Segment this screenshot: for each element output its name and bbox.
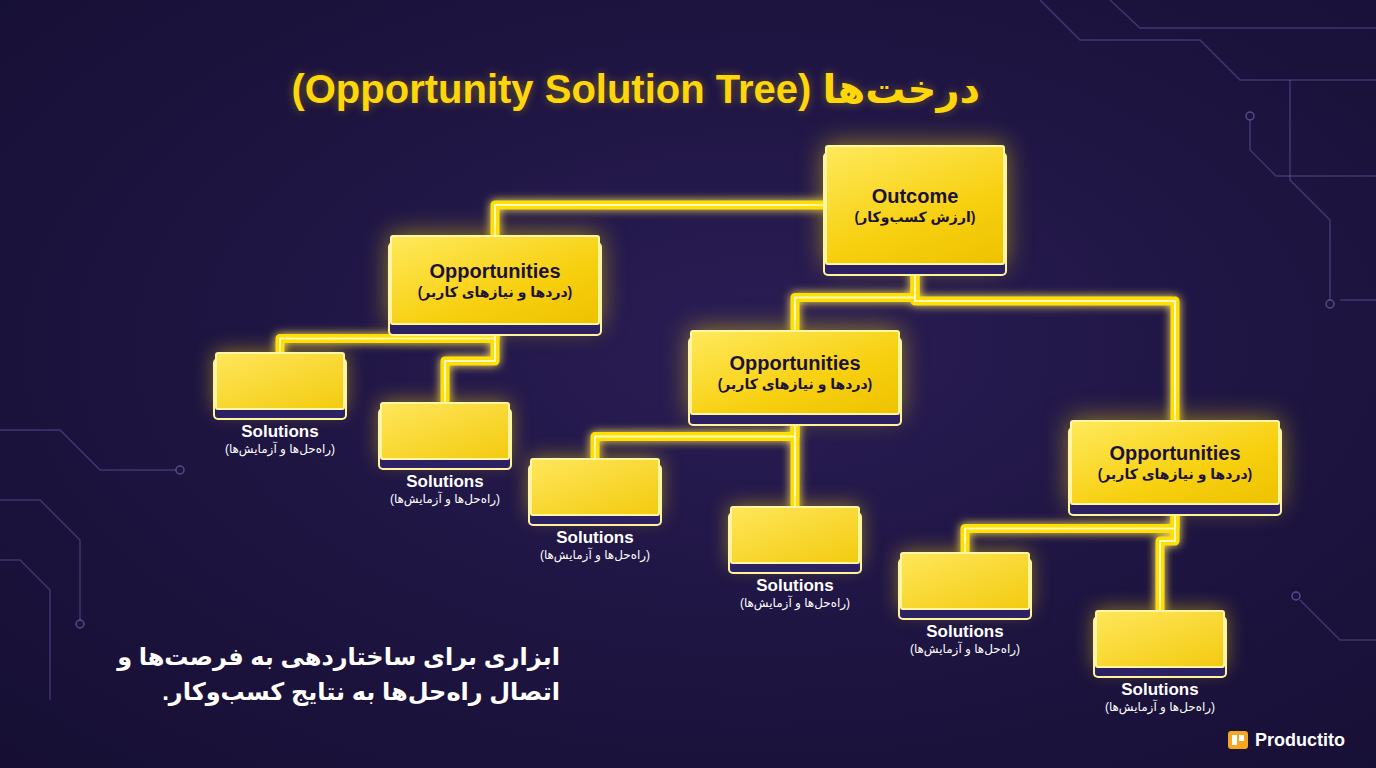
watermark: Productito	[1226, 728, 1345, 752]
connector-highlight	[794, 415, 796, 506]
tree-connector	[280, 325, 495, 352]
node-heading: Solutions	[556, 528, 633, 548]
tree-connector	[965, 505, 1175, 552]
outcome-box: Outcome(ارزش کسب‌وکار)	[825, 145, 1005, 265]
node-heading: Solutions	[1121, 680, 1198, 700]
solution-box: Solutions(راه‌حل‌ها و آزمایش‌ها)	[730, 506, 860, 612]
node-subtitle: (راه‌حل‌ها و آزمایش‌ها)	[390, 492, 500, 508]
solution-box: Solutions(راه‌حل‌ها و آزمایش‌ها)	[215, 352, 345, 458]
node-subtitle: (راه‌حل‌ها و آزمایش‌ها)	[225, 442, 335, 458]
tree-connector	[791, 415, 800, 506]
tree-connector	[795, 265, 915, 330]
node-subtitle: (راه‌حل‌ها و آزمایش‌ها)	[540, 548, 650, 564]
connector-highlight	[495, 205, 825, 235]
logo-icon	[1226, 728, 1250, 752]
node-heading: Outcome	[872, 184, 959, 208]
connector-highlight	[280, 325, 495, 352]
tree-connector	[915, 265, 1175, 420]
node-subtitle: (دردها و نیازهای کاربر)	[418, 283, 573, 301]
solution-square	[730, 506, 860, 564]
node-subtitle: (دردها و نیازهای کاربر)	[718, 375, 873, 393]
solution-box: Solutions(راه‌حل‌ها و آزمایش‌ها)	[380, 402, 510, 508]
node-heading: Solutions	[756, 576, 833, 596]
connector-highlight	[595, 415, 795, 458]
opportunity-box: Opportunities(دردها و نیازهای کاربر)	[690, 330, 900, 415]
connector-highlight	[445, 325, 495, 402]
tree-connector	[1160, 505, 1175, 610]
connector-highlight	[795, 265, 915, 330]
tree-connector	[445, 325, 495, 402]
tree-connector	[495, 205, 825, 235]
solution-square	[1095, 610, 1225, 668]
diagram-caption: ابزاری برای ساختاردهی به فرصت‌ها و اتصال…	[60, 640, 560, 710]
solution-square	[215, 352, 345, 410]
node-heading: Opportunities	[429, 259, 560, 283]
node-heading: Opportunities	[1109, 441, 1240, 465]
node-subtitle: (دردها و نیازهای کاربر)	[1098, 465, 1253, 483]
node-subtitle: (ارزش کسب‌وکار)	[855, 208, 976, 226]
connector-highlight	[965, 505, 1175, 552]
node-heading: Solutions	[926, 622, 1003, 642]
solution-square	[530, 458, 660, 516]
tree-connector	[595, 415, 795, 458]
opportunity-box: Opportunities(دردها و نیازهای کاربر)	[390, 235, 600, 325]
diagram-title: درخت‌ها (Opportunity Solution Tree)	[40, 66, 980, 112]
solution-square	[900, 552, 1030, 610]
solution-box: Solutions(راه‌حل‌ها و آزمایش‌ها)	[900, 552, 1030, 658]
node-subtitle: (راه‌حل‌ها و آزمایش‌ها)	[1105, 700, 1215, 716]
opportunity-box: Opportunities(دردها و نیازهای کاربر)	[1070, 420, 1280, 505]
connector-highlight	[1160, 505, 1175, 610]
solution-box: Solutions(راه‌حل‌ها و آزمایش‌ها)	[1095, 610, 1225, 716]
node-heading: Solutions	[241, 422, 318, 442]
node-heading: Opportunities	[729, 351, 860, 375]
watermark-text: Productito	[1255, 730, 1345, 751]
connector-highlight	[915, 265, 1175, 420]
solution-box: Solutions(راه‌حل‌ها و آزمایش‌ها)	[530, 458, 660, 564]
node-heading: Solutions	[406, 472, 483, 492]
node-subtitle: (راه‌حل‌ها و آزمایش‌ها)	[910, 642, 1020, 658]
solution-square	[380, 402, 510, 460]
node-subtitle: (راه‌حل‌ها و آزمایش‌ها)	[740, 596, 850, 612]
